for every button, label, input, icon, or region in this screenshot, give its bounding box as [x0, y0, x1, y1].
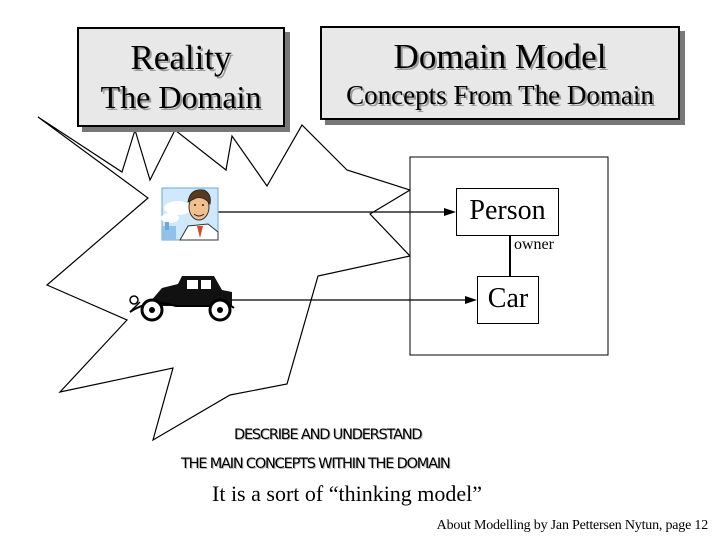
- car-arrowhead: [465, 296, 477, 304]
- reality-title: Reality: [130, 38, 232, 77]
- owner-role-label: owner: [514, 236, 554, 253]
- person-arrowhead: [444, 208, 456, 216]
- domain-model-subtitle: Concepts From The Domain: [346, 80, 654, 110]
- domain-model-title-box: Domain Model Concepts From The Domain: [320, 26, 680, 120]
- caption-line-2: THE MAIN CONCEPTS WITHIN THE DOMAIN: [181, 456, 451, 472]
- thinking-model-caption: It is a sort of “thinking model”: [212, 481, 483, 506]
- slide-footer: About Modelling by Jan Pettersen Nytun, …: [436, 518, 709, 533]
- caption-line-1: DESCRIBE AND UNDERSTAND: [234, 427, 423, 443]
- domain-model-title: Domain Model: [393, 37, 607, 76]
- vintage-car-icon: [129, 276, 235, 322]
- reality-title-box: Reality The Domain: [77, 27, 285, 127]
- reality-starburst: [37, 116, 412, 442]
- person-class-box: Person: [456, 188, 559, 236]
- man-portrait-icon: [161, 187, 219, 241]
- reality-subtitle: The Domain: [100, 79, 262, 115]
- car-class-box: Car: [477, 276, 539, 324]
